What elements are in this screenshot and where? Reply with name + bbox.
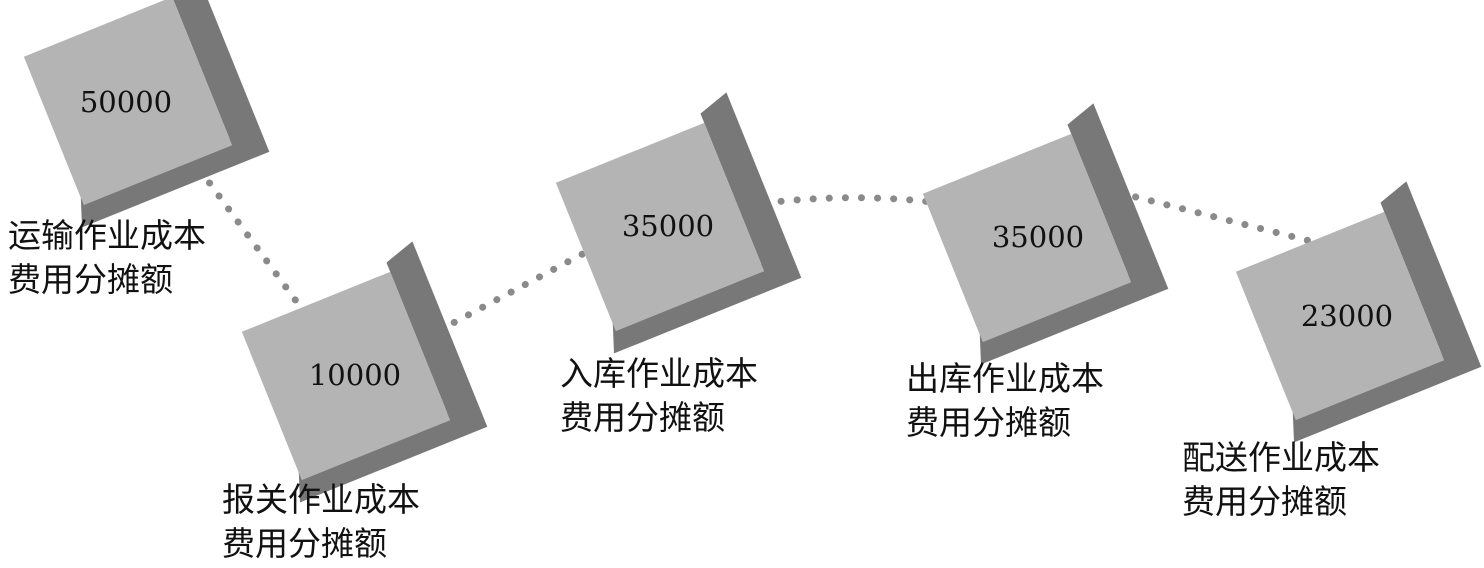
node-face: [241, 271, 451, 481]
node-face: [23, 0, 233, 206]
label-line-1: 入库作业成本: [560, 354, 758, 393]
label-line-1: 出库作业成本: [906, 359, 1104, 398]
node-delivery: [1235, 181, 1482, 443]
node-shadow: [612, 92, 802, 354]
label-line-2: 费用分摊额: [560, 398, 725, 437]
node-value-customs: 10000: [309, 358, 401, 392]
node-shadow: [80, 0, 270, 228]
connector-transport-customs: [196, 166, 314, 324]
connector-inbound-outbound: [761, 194, 952, 208]
node-outbound: [922, 103, 1169, 365]
label-line-2: 费用分摊额: [222, 524, 387, 563]
node-label-outbound: 出库作业成本 费用分摊额: [906, 357, 1104, 445]
node-shadow: [298, 241, 488, 503]
node-customs: [241, 241, 488, 503]
label-line-2: 费用分摊额: [906, 403, 1071, 442]
node-face: [1235, 211, 1445, 421]
node-shadow: [1292, 181, 1482, 443]
label-line-2: 费用分摊额: [8, 260, 173, 299]
node-value-inbound: 35000: [622, 209, 714, 243]
connector-outbound-delivery: [1116, 189, 1322, 247]
connector-customs-inbound: [436, 246, 594, 334]
node-label-delivery: 配送作业成本 费用分摊额: [1182, 436, 1380, 524]
node-transport: [23, 0, 270, 228]
label-line-1: 运输作业成本: [8, 216, 206, 255]
node-face: [922, 133, 1132, 343]
node-label-transport: 运输作业成本 费用分摊额: [8, 214, 206, 302]
node-face: [555, 122, 765, 332]
node-inbound: [555, 92, 802, 354]
node-shadow: [979, 103, 1169, 365]
node-label-inbound: 入库作业成本 费用分摊额: [560, 352, 758, 440]
node-value-outbound: 35000: [992, 220, 1084, 254]
node-value-delivery: 23000: [1301, 299, 1393, 333]
node-value-transport: 50000: [80, 85, 172, 119]
label-line-1: 配送作业成本: [1182, 438, 1380, 477]
label-line-2: 费用分摊额: [1182, 482, 1347, 521]
node-label-customs: 报关作业成本 费用分摊额: [222, 478, 420, 566]
label-line-1: 报关作业成本: [222, 480, 420, 519]
